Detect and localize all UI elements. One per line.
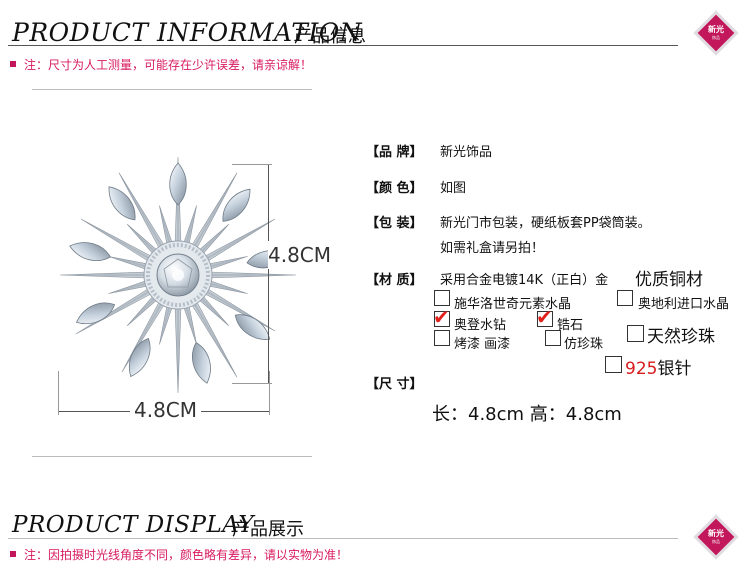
width-dimension-label: 4.8CM bbox=[130, 398, 202, 422]
measurement-note: 注：尺寸为人工测量，可能存在少许误差，请亲谅解！ bbox=[10, 56, 312, 73]
brooch-teardrops bbox=[69, 162, 289, 384]
color-value: 如图 bbox=[440, 181, 467, 196]
color-note: 注：因拍摄时光线角度不同，颜色略有差异，请以实物为准！ bbox=[10, 546, 348, 563]
size-value: 长：4.8cm 高：4.8cm bbox=[432, 404, 622, 425]
silver-pin-text: 银针 bbox=[657, 359, 692, 379]
product-information-header: PRODUCT INFORMATION 产品信息 bbox=[0, 0, 750, 60]
height-dimension-line bbox=[232, 164, 272, 384]
brand-logo: 新光 饰品 bbox=[693, 10, 739, 56]
material-checkbox-austrian[interactable] bbox=[617, 290, 633, 306]
material-value: 采用合金电镀14K（正白）金 bbox=[440, 273, 609, 288]
color-note-text: 注：因拍摄时光线角度不同，颜色略有差异，请以实物为准！ bbox=[24, 548, 349, 562]
bottom-divider bbox=[32, 456, 312, 457]
brooch-image bbox=[59, 156, 297, 394]
material-checkbox-zircon[interactable] bbox=[537, 311, 553, 327]
material-option-swarovski: 施华洛世奇元素水晶 bbox=[454, 297, 572, 312]
logo-subtext: 饰品 bbox=[712, 35, 720, 40]
material-extra: 优质铜材 bbox=[635, 270, 703, 290]
section-title: PRODUCT INFORMATION bbox=[12, 18, 363, 47]
material-option-silver-pin: 925银针 bbox=[625, 354, 691, 379]
silver-pin-number: 925 bbox=[625, 359, 658, 379]
logo-text: 新光 bbox=[708, 25, 724, 34]
material-label: 【材 质】 bbox=[366, 273, 423, 288]
checkmark-icon: ✔ bbox=[536, 305, 553, 329]
material-option-faux-pearl: 仿珍珠 bbox=[564, 337, 604, 352]
material-checkbox-aodeng[interactable] bbox=[434, 311, 450, 327]
size-label: 【尺 寸】 bbox=[366, 377, 423, 392]
package-value-line2: 如需礼盒请另拍！ bbox=[440, 241, 545, 256]
material-option-zircon: 锆石 bbox=[557, 318, 584, 333]
material-option-austrian: 奥地利进口水晶 bbox=[638, 297, 730, 312]
package-label: 【包 装】 bbox=[366, 216, 423, 231]
material-option-aodeng: 奥登水钻 bbox=[454, 318, 507, 333]
material-checkbox-natural-pearl[interactable] bbox=[627, 325, 644, 342]
bullet-square-icon bbox=[10, 550, 16, 557]
height-dimension-label: 4.8CM bbox=[268, 241, 332, 269]
section-subtitle: 产品信息 bbox=[294, 26, 366, 47]
header-divider bbox=[8, 45, 678, 46]
color-label: 【颜 色】 bbox=[366, 181, 423, 196]
product-display-header: PRODUCT DISPLAY 产品展示 bbox=[0, 496, 750, 556]
logo-subtext: 饰品 bbox=[712, 539, 720, 544]
logo-text: 新光 bbox=[708, 529, 724, 538]
material-option-natural-pearl: 天然珍珠 bbox=[647, 327, 715, 347]
brand-logo: 新光 饰品 bbox=[693, 514, 739, 560]
material-option-paint: 烤漆 画漆 bbox=[454, 337, 511, 352]
measurement-note-text: 注：尺寸为人工测量，可能存在少许误差，请亲谅解！ bbox=[24, 58, 313, 72]
checkmark-icon: ✔ bbox=[433, 305, 450, 329]
material-checkbox-faux-pearl[interactable] bbox=[545, 330, 561, 346]
brand-label: 【品 牌】 bbox=[366, 145, 423, 160]
section-subtitle: 产品展示 bbox=[232, 519, 304, 540]
top-divider bbox=[32, 89, 312, 90]
header-divider bbox=[8, 538, 678, 539]
brand-value: 新光饰品 bbox=[440, 145, 493, 160]
bullet-square-icon bbox=[10, 60, 16, 67]
material-checkbox-paint[interactable] bbox=[434, 330, 450, 346]
section-title: PRODUCT DISPLAY bbox=[12, 512, 255, 538]
package-value-line1: 新光门市包装，硬纸板套PP袋筒装。 bbox=[440, 216, 651, 231]
material-checkbox-swarovski[interactable] bbox=[434, 290, 450, 306]
material-checkbox-silver-pin[interactable] bbox=[605, 356, 622, 373]
